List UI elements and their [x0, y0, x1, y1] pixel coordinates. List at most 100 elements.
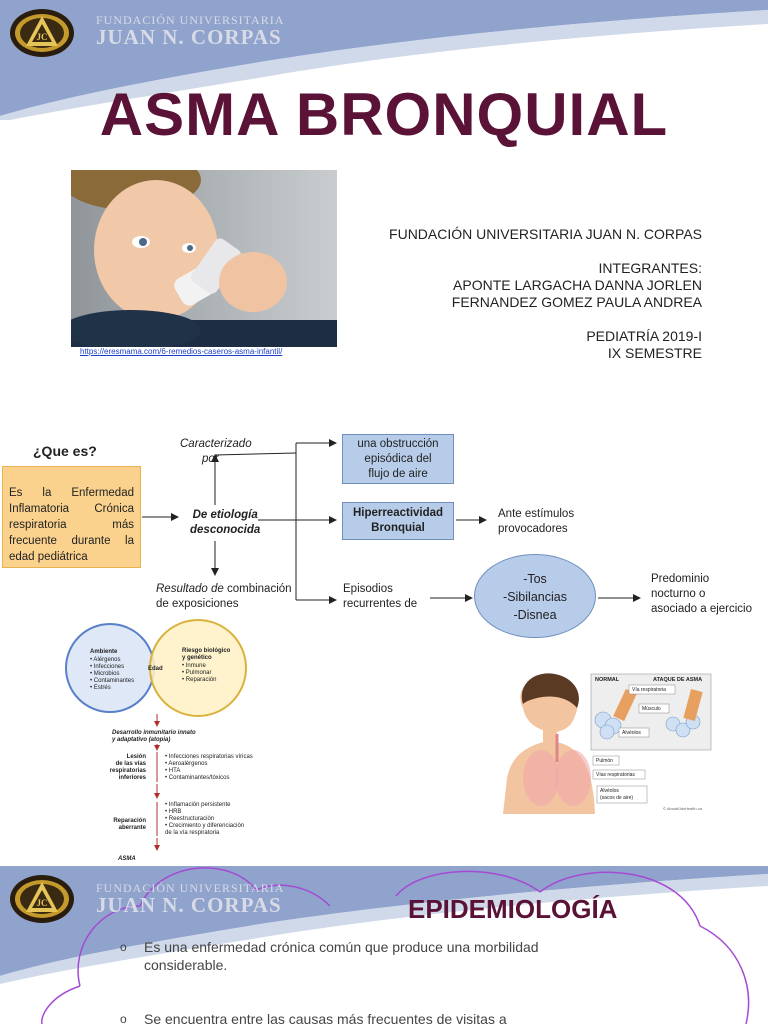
child-inhaler-photo — [71, 170, 337, 347]
hyperreactivity-box: Hiperreactividad Bronquial — [342, 502, 454, 540]
lesion-item-2: • Aeroalérgenos — [165, 761, 207, 767]
predominance-line1: Predominio — [651, 573, 710, 585]
section-title: EPIDEMIOLOGÍA — [408, 894, 618, 924]
member-2: FERNANDEZ GOMEZ PAULA ANDREA — [451, 294, 702, 310]
lungs-attack: ATAQUE DE ASMA — [653, 677, 702, 683]
result-line2: de exposiciones — [156, 598, 239, 610]
institution-line1: FUNDACIÓN UNIVERSITARIA — [96, 13, 285, 27]
venn-left-item-4: • Contaminantes — [90, 678, 134, 684]
lungs-normal: NORMAL — [595, 677, 620, 683]
venn-right-item-1: • Inmune — [182, 663, 206, 669]
cloud-outline — [41, 867, 750, 1024]
slide-2: JC FUNDACIÓN UNIVERSITARIA JUAN N. CORPA… — [0, 866, 768, 1024]
lungs-illustration: NORMAL ATAQUE DE ASMA Vía respiratoria M… — [503, 668, 715, 814]
bullet-1-text: Es una enfermedad crónica común que prod… — [144, 939, 539, 973]
lesion-item-4: • Contaminantes/tóxicos — [165, 775, 229, 781]
characterized-label: Caracterizado por — [180, 437, 252, 467]
slide2-background — [0, 866, 768, 1024]
repair-item-5: de la vía respiratoria — [165, 830, 220, 836]
question-label: ¿Que es? — [33, 443, 97, 459]
venn-right-item-3: • Reparación — [182, 677, 216, 683]
university-logo: JC — [10, 9, 74, 57]
symptoms-ellipse: -Tos -Sibilancias -Disnea — [474, 554, 596, 638]
lesion-item-1: • Infecciones respiratorias víricas — [165, 754, 253, 760]
lungs-muscle: Músculo — [642, 706, 661, 712]
bullet-marker-2: o — [120, 1012, 127, 1024]
institution-line2: JUAN N. CORPAS — [96, 25, 282, 49]
institution-name-2: FUNDACIÓN UNIVERSITARIA JUAN N. CORPAS — [96, 882, 284, 916]
obstruction-box: una obstrucción episódica del flujo de a… — [342, 434, 454, 484]
venn-left-item-1: • Alérgenos — [90, 657, 120, 663]
venn-left-item-5: • Estrés — [90, 685, 111, 691]
lesion-4: inferiores — [119, 775, 147, 781]
lesion-item-3: • HTA — [165, 768, 180, 774]
stimuli-line2: provocadores — [498, 523, 568, 535]
characterized-line1: Caracterizado — [180, 438, 252, 450]
obstruction-line3: flujo de aire — [368, 468, 428, 480]
step-immune-2: y adaptativo (atopia) — [111, 737, 170, 743]
episodes-line2: recurrentes de — [343, 598, 418, 610]
photo-source-link[interactable]: https://eresmama.com/6-remedios-caseros-… — [80, 347, 283, 356]
hyper-line1: Hiperreactividad — [352, 507, 444, 519]
concept-map-arrows — [142, 439, 641, 604]
obstruction-line1: una obstrucción — [357, 438, 439, 450]
university-logo-2: JC — [10, 875, 74, 923]
predominance-line2: nocturno o — [651, 588, 706, 600]
presentation-info: FUNDACIÓN UNIVERSITARIA JUAN N. CORPAS I… — [389, 226, 702, 362]
result-label: Resultado de combinación de exposiciones — [156, 582, 292, 612]
repair-item-4: • Crecimiento y diferenciación — [165, 823, 244, 829]
venn-center: Edad — [148, 666, 163, 672]
bullet-2-text: Se encuentra entre las causas más frecue… — [144, 1011, 507, 1024]
repair-item-1: • Inflamación persistente — [165, 802, 231, 808]
lungs-airway: Vía respiratoria — [632, 687, 666, 693]
predominance-line3: asociado a ejercicio — [651, 603, 753, 615]
lungs-credit: © AboutKidsHealth.ca — [663, 806, 703, 811]
institution-name: FUNDACIÓN UNIVERSITARIA JUAN N. CORPAS — [96, 14, 284, 48]
lungs-lung: Pulmón — [596, 758, 613, 764]
final-asthma: ASMA — [117, 856, 136, 862]
characterized-line2: por — [202, 453, 219, 465]
venn-genetic-circle — [149, 619, 247, 717]
course: PEDIATRÍA 2019-I — [586, 328, 702, 344]
lungs-airways: Vías respiratorias — [596, 772, 635, 778]
obstruction-line2: episódica del — [364, 453, 432, 465]
slide-title: ASMA BRONQUIAL — [99, 81, 669, 148]
result-line1-rest: combinación — [223, 583, 292, 595]
definition-box: Es la Enfermedad Inflamatoria Crónica re… — [2, 466, 141, 568]
institution-line2-2: JUAN N. CORPAS — [96, 893, 282, 917]
slide-1: JC FUNDACIÓN UNIVERSITARIA JUAN N. CORPA… — [0, 0, 768, 862]
symptom-cough: -Tos — [523, 572, 547, 586]
venn-left-item-2: • Infecciones — [90, 664, 124, 670]
result-line1-italic: Resultado de — [156, 583, 224, 595]
venn-left-title: Ambiente — [90, 649, 118, 655]
member-1: APONTE LARGACHA DANNA JORLEN — [453, 277, 702, 293]
pathogenesis-venn-figure: Ambiente • Alérgenos • Infecciones • Mic… — [65, 619, 253, 862]
repair-2: aberrante — [119, 825, 147, 831]
lesion-2: de las vías — [116, 761, 147, 767]
venn-right-title-1: Riesgo biológico — [182, 648, 231, 654]
bullet-marker-1: o — [120, 940, 127, 954]
lungs-alveoli: Alvéolos — [622, 730, 641, 736]
lungs-alveoli2-2: (sacos de aire) — [600, 795, 633, 801]
predominance-label: Predominio nocturno o asociado a ejercic… — [651, 572, 752, 617]
etiology-label: De etiología desconocida — [190, 508, 260, 538]
header-swoosh — [0, 0, 768, 120]
episodes-line1: Episodios — [343, 583, 393, 595]
semester: IX SEMESTRE — [607, 345, 702, 361]
stimuli-line1: Ante estímulos — [498, 508, 575, 520]
lesion-3: respiratorias — [110, 768, 147, 774]
repair-item-3: • Reestructuración — [165, 816, 214, 822]
venn-right-title-2: y genético — [182, 655, 212, 661]
svg-text:JC: JC — [37, 898, 48, 908]
stimuli-label: Ante estímulos provocadores — [498, 507, 574, 537]
episodes-label: Episodios recurrentes de — [343, 582, 417, 612]
members-label: INTEGRANTES: — [598, 260, 702, 276]
etiology-line2: desconocida — [190, 524, 261, 536]
step-immune-1: Desarrollo inmunitario innato — [112, 730, 196, 736]
institution-line1-2: FUNDACIÓN UNIVERSITARIA — [96, 881, 285, 895]
venn-right-item-2: • Pulmonar — [182, 670, 211, 676]
symptom-wheezing: -Sibilancias — [503, 590, 567, 604]
info-institution: FUNDACIÓN UNIVERSITARIA JUAN N. CORPAS — [389, 226, 702, 242]
svg-text:JC: JC — [37, 32, 48, 42]
symptom-dyspnea: -Disnea — [513, 608, 557, 622]
